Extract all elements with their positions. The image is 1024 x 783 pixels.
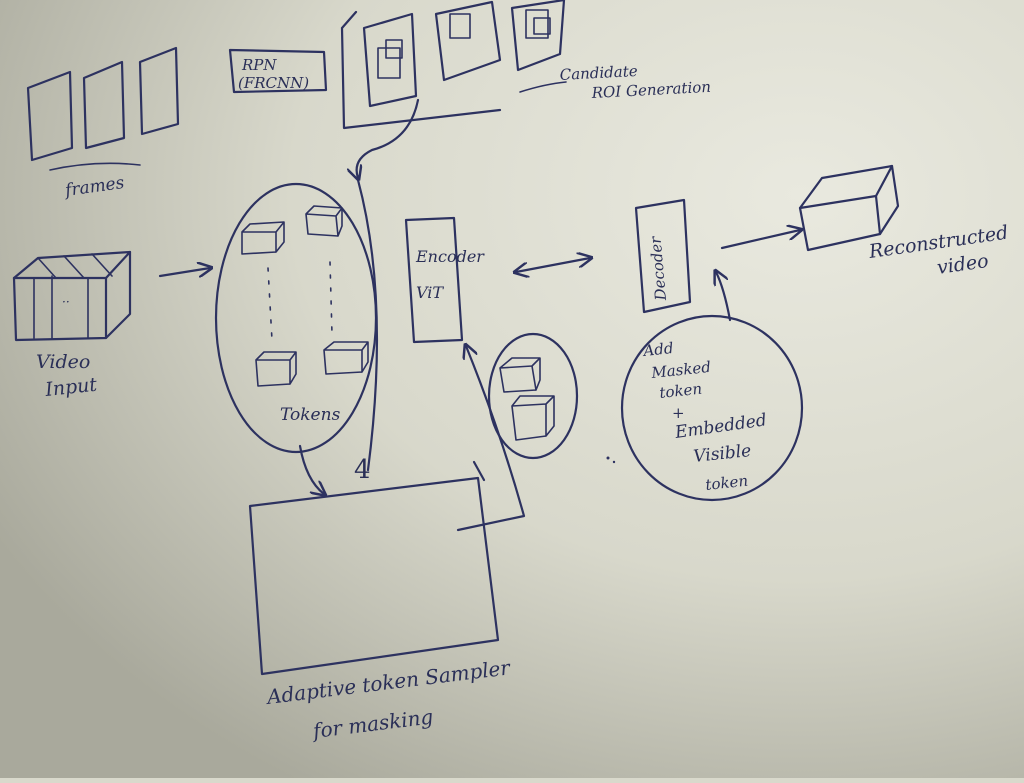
token-cube <box>241 221 285 255</box>
token-cube <box>323 341 369 375</box>
decoder-box: Decoder <box>634 198 692 314</box>
add-label-line3: token <box>659 380 703 402</box>
encoder-box: Encoder ViT <box>404 216 485 344</box>
roi-to-tokens-arrow <box>357 98 420 178</box>
token-cube <box>511 395 555 441</box>
rpn-box: RPN (FRCNN) <box>228 48 328 94</box>
encoder-label-line2: ViT <box>416 283 444 302</box>
decoder-to-output-arrow <box>720 230 800 250</box>
stray-dot <box>606 456 610 460</box>
tokens-label: Tokens <box>280 405 341 425</box>
add-label-line1: Add <box>641 339 675 360</box>
visible-tokens-ellipse <box>487 332 579 460</box>
video-input-label-line1: Video <box>36 351 90 373</box>
video-to-tokens-arrow <box>158 268 210 276</box>
encoder-decoder-arrow <box>516 258 590 272</box>
rpn-label-line2: (FRCNN) <box>238 74 309 92</box>
encoder-label-line1: Encoder <box>415 247 485 266</box>
rpn-label-line1: RPN <box>241 56 277 74</box>
add-masked-token-circle <box>620 314 804 502</box>
video-input-dots: ·· <box>62 295 70 309</box>
add-label-line4: + <box>672 404 685 422</box>
token-cube <box>255 351 297 387</box>
decoder-label: Decoder <box>646 235 670 302</box>
token-cube <box>499 357 541 393</box>
stray-dot <box>612 460 616 464</box>
candidate-roi-group: Candidate ROI Generation <box>340 0 711 130</box>
visible-tokens-group <box>487 332 579 460</box>
roi-to-sampler-line <box>356 178 379 472</box>
add-label-line7: token <box>705 472 749 494</box>
candidate-label-line1: Candidate <box>559 62 638 84</box>
tokens-to-sampler-arrow <box>298 444 324 494</box>
mark-4: 4 <box>354 455 371 485</box>
masked-to-decoder-arrow <box>716 272 732 322</box>
video-input-cube: ·· Video Input <box>12 250 132 401</box>
token-cube <box>305 205 343 237</box>
